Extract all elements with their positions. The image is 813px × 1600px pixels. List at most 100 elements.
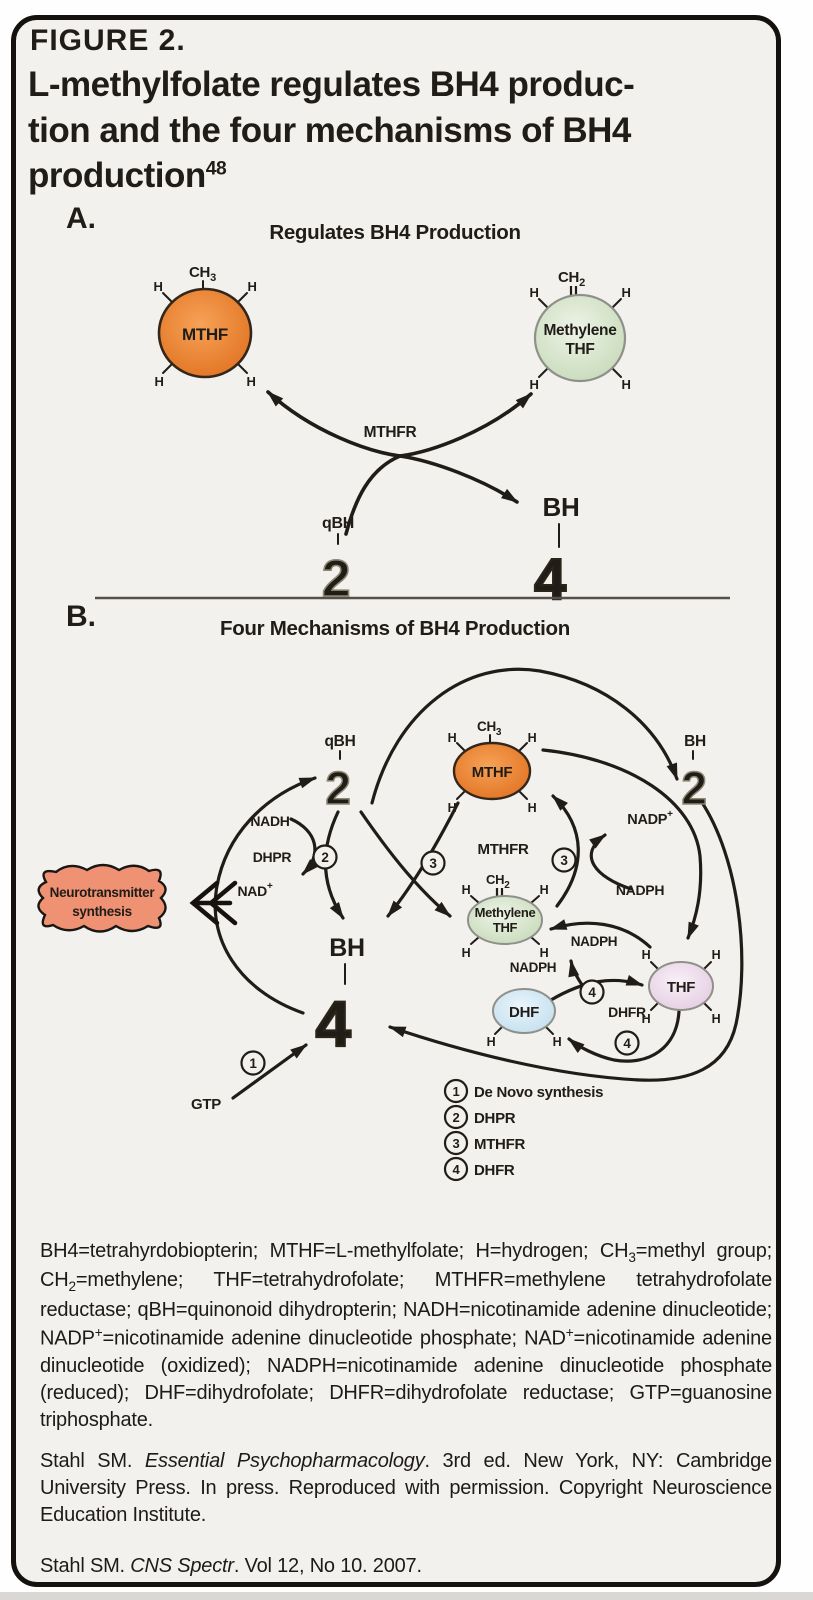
hydrogen-label: H [528,731,537,745]
hydrogen-label: H [462,883,471,897]
nad-plus-label: NAD+ [238,881,273,899]
bh-label: BH [684,733,706,750]
hydrogen-label: H [529,285,538,300]
hydrogen-label: H [712,1012,721,1026]
neurotransmitter-label-line2: synthesis [72,904,132,919]
gtp-label: GTP [191,1096,221,1113]
bh4-node-a: BH 4 [533,492,580,613]
svg-text:2: 2 [321,850,328,865]
methylene-thf-label-line2: THF [565,341,594,358]
arrow-nadph-to-nadp [589,833,633,891]
nadph-label-right: NADPH [616,882,664,898]
hydrogen-label: H [448,801,457,815]
mechanism-number-3-right: 3 [551,847,577,873]
figure-title: L-methylfolate regulates BH4 produc- tio… [28,62,772,199]
figure-label: FIGURE 2. [30,24,186,57]
mechanism-number-4-left: 4 [579,979,605,1005]
legend-label: DHFR [474,1162,515,1179]
bh2-node: BH 2 [681,733,708,815]
mechanism-number-1: 1 [240,1050,266,1076]
qbh2-number: 2 [322,550,351,608]
legend-label: De Novo synthesis [474,1084,603,1101]
arrow-a-to-methylene-thf [398,392,533,458]
hydrogen-label: H [621,285,630,300]
bh-label: BH [329,934,365,962]
hydrogen-label: H [540,883,549,897]
bh2-number: 2 [681,762,706,814]
arrow-a-to-bh4 [398,454,519,504]
figure-title-line2: tion and the four mechanisms of BH4 [28,110,631,150]
neurotransmitter-label-line1: Neurotransmitter [50,885,156,900]
hydrogen-label: H [642,948,651,962]
legend-item: 2 DHPR [443,1104,516,1130]
mechanism-number-4-right: 4 [614,1030,640,1056]
methylene-thf-label-line2: THF [493,920,518,935]
methylene-thf-label-line1: Methylene [543,322,617,339]
bh4-node-b: BH 4 [314,934,365,1061]
svg-text:3: 3 [429,856,437,871]
mthf-label: MTHF [182,325,228,344]
dhpr-label: DHPR [253,849,292,865]
reference-superscript: 48 [205,158,227,180]
hydrogen-label: H [153,279,162,294]
dhfr-label: DHFR [608,1004,646,1020]
hydrogen-label: H [154,374,163,389]
legend-label: MTHFR [474,1136,525,1153]
legend-label: DHPR [474,1110,516,1127]
svg-text:4: 4 [453,1162,461,1177]
nadph-label-mid: NADPH [571,934,618,949]
panel-b-title: Four Mechanisms of BH4 Production [219,617,571,640]
mechanism-legend: 1 De Novo synthesis 2 DHPR 3 MTHFR 4 DHF… [443,1078,603,1182]
thf-label: THF [667,979,695,996]
mthf-node-a: MTHF CH3 H H H H [153,264,256,389]
figure-frame [11,15,781,1587]
arrow-bh4-to-qbh2-loop [213,776,317,1015]
hydrogen-label: H [529,377,538,392]
citation-book: Stahl SM. Essential Psychopharmacology. … [40,1450,772,1527]
ch2-label: CH2 [486,872,510,891]
hydrogen-label: H [712,948,721,962]
arrow-thf-to-methylene-thf [549,919,652,949]
figure-title-line3: production48 [28,156,227,195]
svg-text:3: 3 [560,853,568,868]
ch2-label: CH2 [558,269,585,289]
methylene-thf-node-b: Methylene THF CH2 H H H H [462,872,549,960]
hydrogen-label: H [540,946,549,960]
mthfr-label-a: MTHFR [364,424,417,441]
page-edge-strip [0,1592,813,1600]
mthf-node-b: MTHF CH3 H H H H [448,719,537,815]
panel-a-label: A. [66,202,96,235]
hydrogen-label: H [621,377,630,392]
thf-node: THF H H H H [642,948,721,1026]
hydrogen-label: H [448,731,457,745]
legend-item: 3 MTHFR [443,1130,526,1156]
bh-label: BH [543,492,580,522]
svg-text:4: 4 [588,985,596,1000]
mechanism-number-3-left: 3 [420,850,446,876]
arrow-qbh2-to-bh2 [370,667,679,805]
arrow-a-to-mthf [266,390,402,458]
methylene-thf-label-line1: Methylene [475,905,536,920]
legend-item: 4 DHFR [443,1156,515,1182]
hydrogen-label: H [247,279,256,294]
nadh-label: NADH [250,813,289,829]
citation-journal: Stahl SM. CNS Spectr. Vol 12, No 10. 200… [40,1555,422,1577]
qbh2-node-b: qBH 2 [325,733,356,815]
panel-b-label: B. [66,600,96,633]
qbh2-node-a: qBH 2 [321,515,354,609]
double-chevron-arrow-icon [189,880,238,926]
abbreviation-caption: BH4=tetrahyrdobiopterin; MTHF=L-methylfo… [40,1240,772,1432]
svg-text:4: 4 [623,1036,631,1051]
qbh-label: qBH [322,515,354,532]
hydrogen-label: H [462,946,471,960]
mthfr-label-b: MTHFR [478,841,529,858]
nadp-plus-label: NADP+ [627,809,673,828]
arrow-bh2-to-bh4-outer [388,799,744,1082]
svg-text:1: 1 [249,1056,257,1071]
bh4-number: 4 [534,547,566,612]
hydrogen-label: H [553,1035,562,1049]
hydrogen-label: H [528,801,537,815]
nadph-label-left: NADPH [510,960,557,975]
